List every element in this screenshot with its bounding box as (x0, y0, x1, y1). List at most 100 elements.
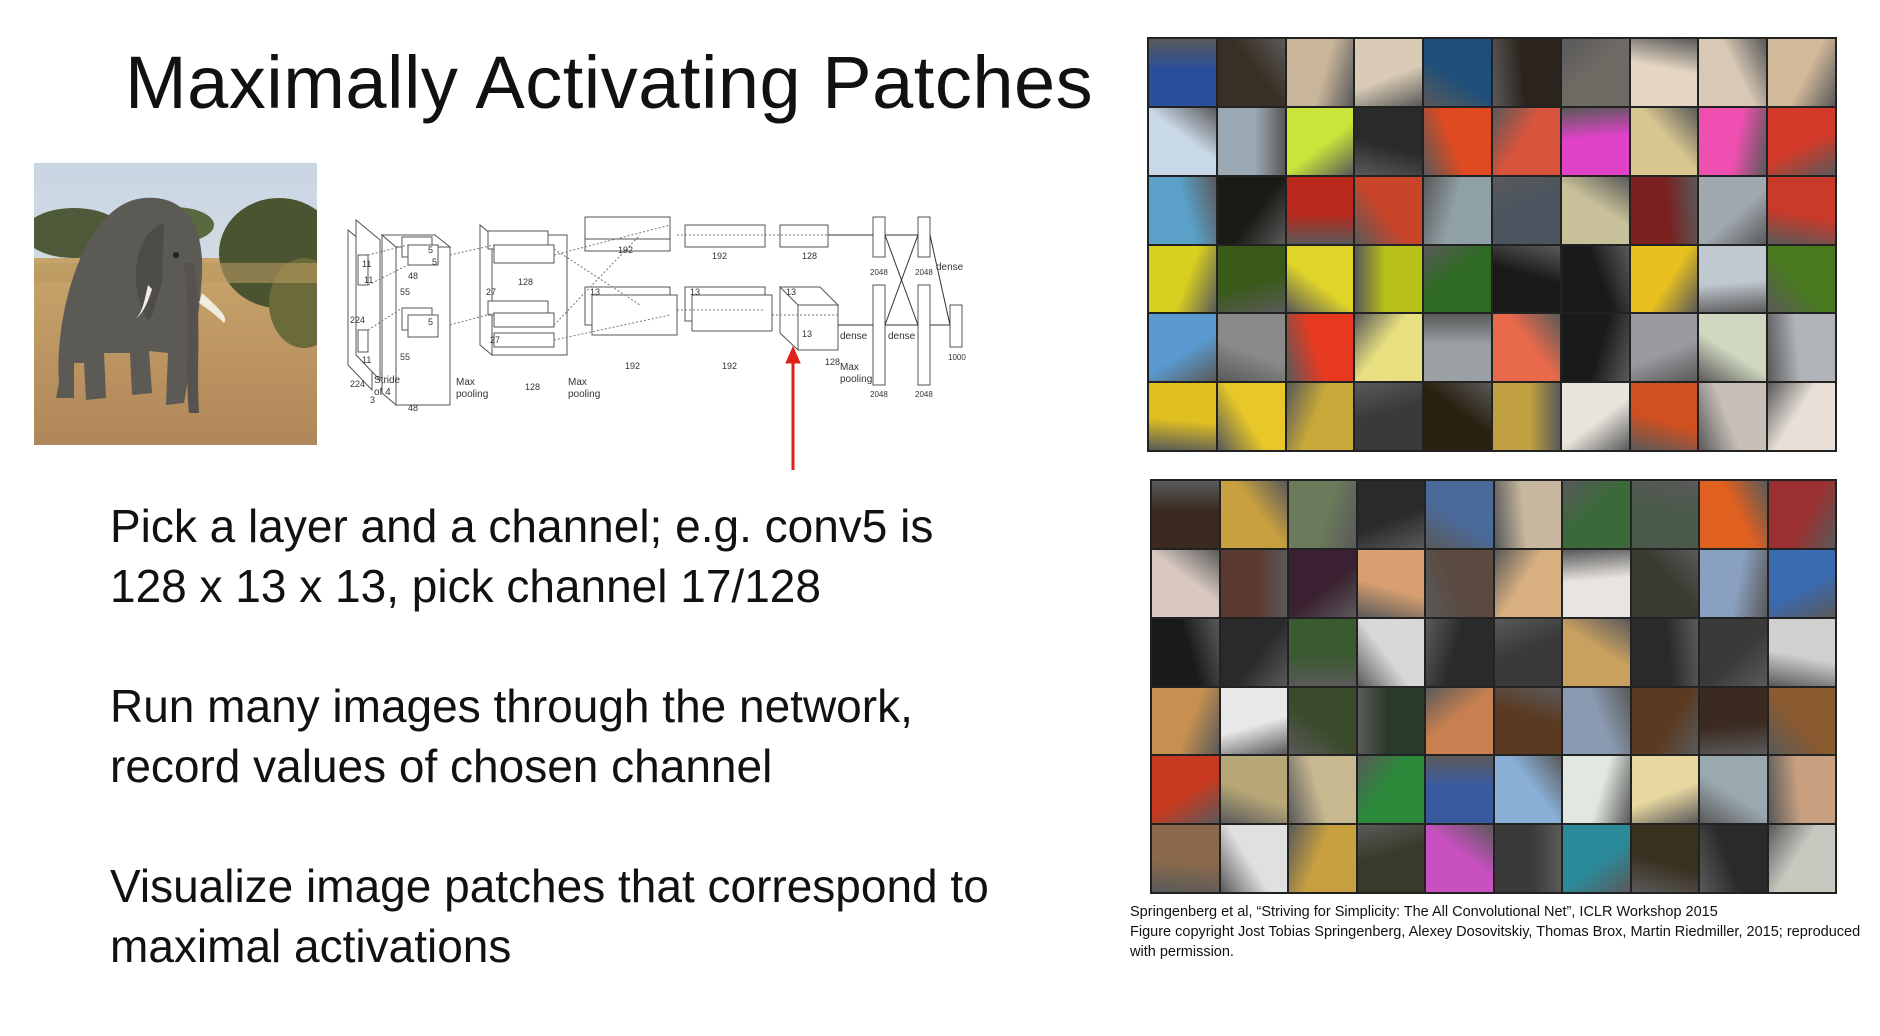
patch-grid-bottom (1150, 479, 1837, 894)
svg-text:27: 27 (490, 335, 500, 345)
image-patch (1494, 825, 1561, 892)
image-patch (1220, 687, 1287, 755)
image-patch (1286, 245, 1354, 313)
image-patch (1631, 825, 1698, 892)
image-patch (1152, 687, 1219, 755)
svg-text:192: 192 (712, 251, 727, 261)
image-patch (1700, 825, 1767, 892)
image-patch (1357, 687, 1424, 755)
svg-text:dense: dense (840, 331, 868, 342)
svg-text:224: 224 (350, 315, 365, 325)
svg-text:Max: Max (568, 377, 587, 388)
image-patch (1493, 245, 1560, 313)
svg-text:55: 55 (400, 352, 410, 362)
image-patch (1563, 687, 1630, 755)
image-patch (1768, 314, 1835, 382)
image-patch (1631, 481, 1698, 548)
svg-text:48: 48 (408, 403, 418, 413)
image-patch (1289, 481, 1356, 548)
image-patch (1561, 39, 1629, 106)
image-patch (1699, 245, 1767, 313)
image-patch (1563, 481, 1630, 548)
image-patch (1152, 618, 1219, 686)
architecture-diagram: 224 224 11 11 11 3 Stride of 4 55 55 48 … (340, 215, 980, 475)
image-patch (1286, 383, 1354, 450)
image-patch (1220, 756, 1287, 824)
image-patch (1357, 618, 1424, 686)
image-patch (1563, 618, 1630, 686)
bullet-run-images: Run many images through the network, rec… (110, 680, 913, 792)
image-patch (1768, 618, 1835, 686)
image-patch (1149, 107, 1216, 175)
image-patch (1631, 756, 1698, 824)
image-patch (1424, 176, 1491, 244)
image-patch (1768, 549, 1835, 617)
svg-text:5: 5 (428, 245, 433, 255)
svg-text:11: 11 (362, 259, 371, 269)
image-patch (1630, 383, 1698, 450)
image-patch (1424, 39, 1491, 106)
svg-text:192: 192 (625, 361, 640, 371)
image-patch (1286, 314, 1354, 382)
image-patch (1699, 107, 1767, 175)
image-patch (1563, 549, 1630, 617)
image-patch (1699, 383, 1767, 450)
image-patch (1630, 314, 1698, 382)
caption-line: Springenberg et al, “Striving for Simpli… (1130, 904, 1718, 920)
image-patch (1563, 825, 1630, 892)
image-patch (1149, 383, 1216, 450)
image-patch (1630, 107, 1698, 175)
svg-text:Stride: Stride (374, 375, 401, 386)
svg-text:192: 192 (722, 361, 737, 371)
image-patch (1700, 687, 1767, 755)
image-patch (1357, 825, 1424, 892)
svg-text:dense: dense (936, 262, 964, 273)
image-patch (1768, 245, 1835, 313)
image-patch (1217, 107, 1285, 175)
image-patch (1217, 383, 1285, 450)
image-patch (1220, 825, 1287, 892)
svg-text:Max: Max (456, 377, 475, 388)
image-patch (1768, 383, 1835, 450)
image-patch (1561, 245, 1629, 313)
image-patch (1424, 383, 1491, 450)
svg-text:11: 11 (362, 355, 371, 365)
image-patch (1355, 314, 1423, 382)
figure-caption: Springenberg et al, “Striving for Simpli… (1130, 902, 1875, 962)
image-patch (1286, 176, 1354, 244)
svg-text:192: 192 (618, 245, 633, 255)
image-patch (1768, 825, 1835, 892)
image-patch (1289, 549, 1356, 617)
image-patch (1149, 314, 1216, 382)
image-patch (1149, 245, 1216, 313)
image-patch (1217, 39, 1285, 106)
patch-grid-top (1147, 37, 1837, 452)
svg-text:5: 5 (432, 257, 437, 267)
svg-text:2048: 2048 (870, 390, 888, 399)
svg-text:128: 128 (825, 357, 840, 367)
image-patch (1217, 314, 1285, 382)
image-patch (1424, 107, 1491, 175)
svg-text:13: 13 (802, 329, 812, 339)
bullet-visualize: Visualize image patches that correspond … (110, 860, 989, 972)
bullet-list: Pick a layer and a channel; e.g. conv5 i… (110, 496, 1070, 1036)
image-patch (1493, 383, 1560, 450)
image-patch (1357, 481, 1424, 548)
image-patch (1289, 756, 1356, 824)
image-patch (1357, 549, 1424, 617)
image-patch (1426, 481, 1493, 548)
svg-text:pooling: pooling (456, 389, 488, 400)
image-patch (1152, 481, 1219, 548)
image-patch (1355, 39, 1423, 106)
image-patch (1220, 481, 1287, 548)
svg-text:dense: dense (888, 331, 916, 342)
image-patch (1220, 618, 1287, 686)
image-patch (1699, 39, 1767, 106)
image-patch (1217, 176, 1285, 244)
image-patch (1149, 176, 1216, 244)
image-patch (1289, 687, 1356, 755)
image-patch (1355, 107, 1423, 175)
svg-text:13: 13 (590, 287, 600, 297)
image-patch (1426, 618, 1493, 686)
image-patch (1426, 756, 1493, 824)
